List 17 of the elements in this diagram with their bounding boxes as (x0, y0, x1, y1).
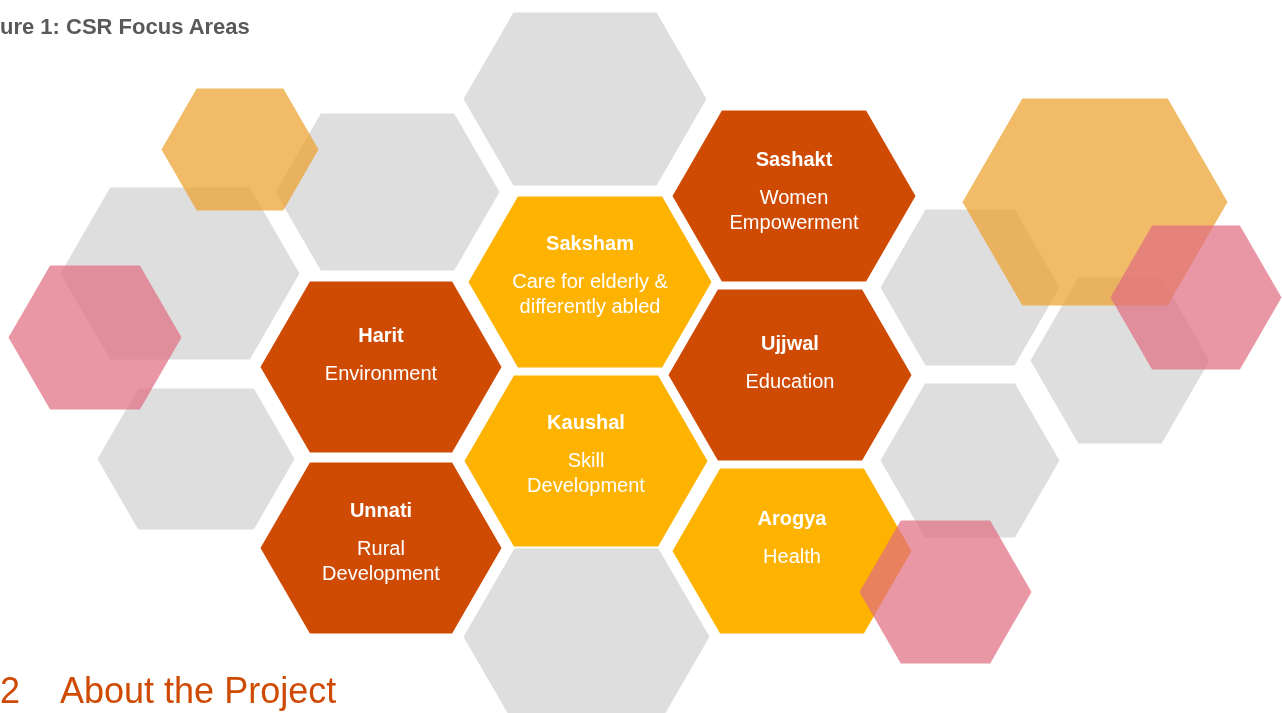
hexagon-text: Education (745, 369, 835, 394)
hexagon-heading: Ujjwal (761, 331, 819, 355)
section-heading: About the Project (60, 672, 337, 710)
hexagon-heading: Sashakt (755, 147, 833, 171)
hexagon-text: Environment (324, 361, 438, 386)
hexagon-heading: Kaushal (547, 410, 625, 434)
hexagon-text: Skill Development (526, 448, 646, 498)
hexagon-text: Rural Development (321, 536, 441, 586)
hexagon-text: Women Empowerment (728, 185, 860, 235)
hexagon-text: Health (763, 544, 821, 569)
hexagon-heading: Arogya (757, 506, 827, 530)
section-number: 2 (0, 672, 21, 710)
hexagon-heading: Saksham (546, 231, 634, 255)
hexagon-text: Care for elderly & differently abled (511, 269, 669, 319)
hexagon-heading: Harit (358, 323, 404, 347)
figure-title: ure 1: CSR Focus Areas (0, 14, 250, 40)
hexagon-heading: Unnati (349, 498, 413, 522)
